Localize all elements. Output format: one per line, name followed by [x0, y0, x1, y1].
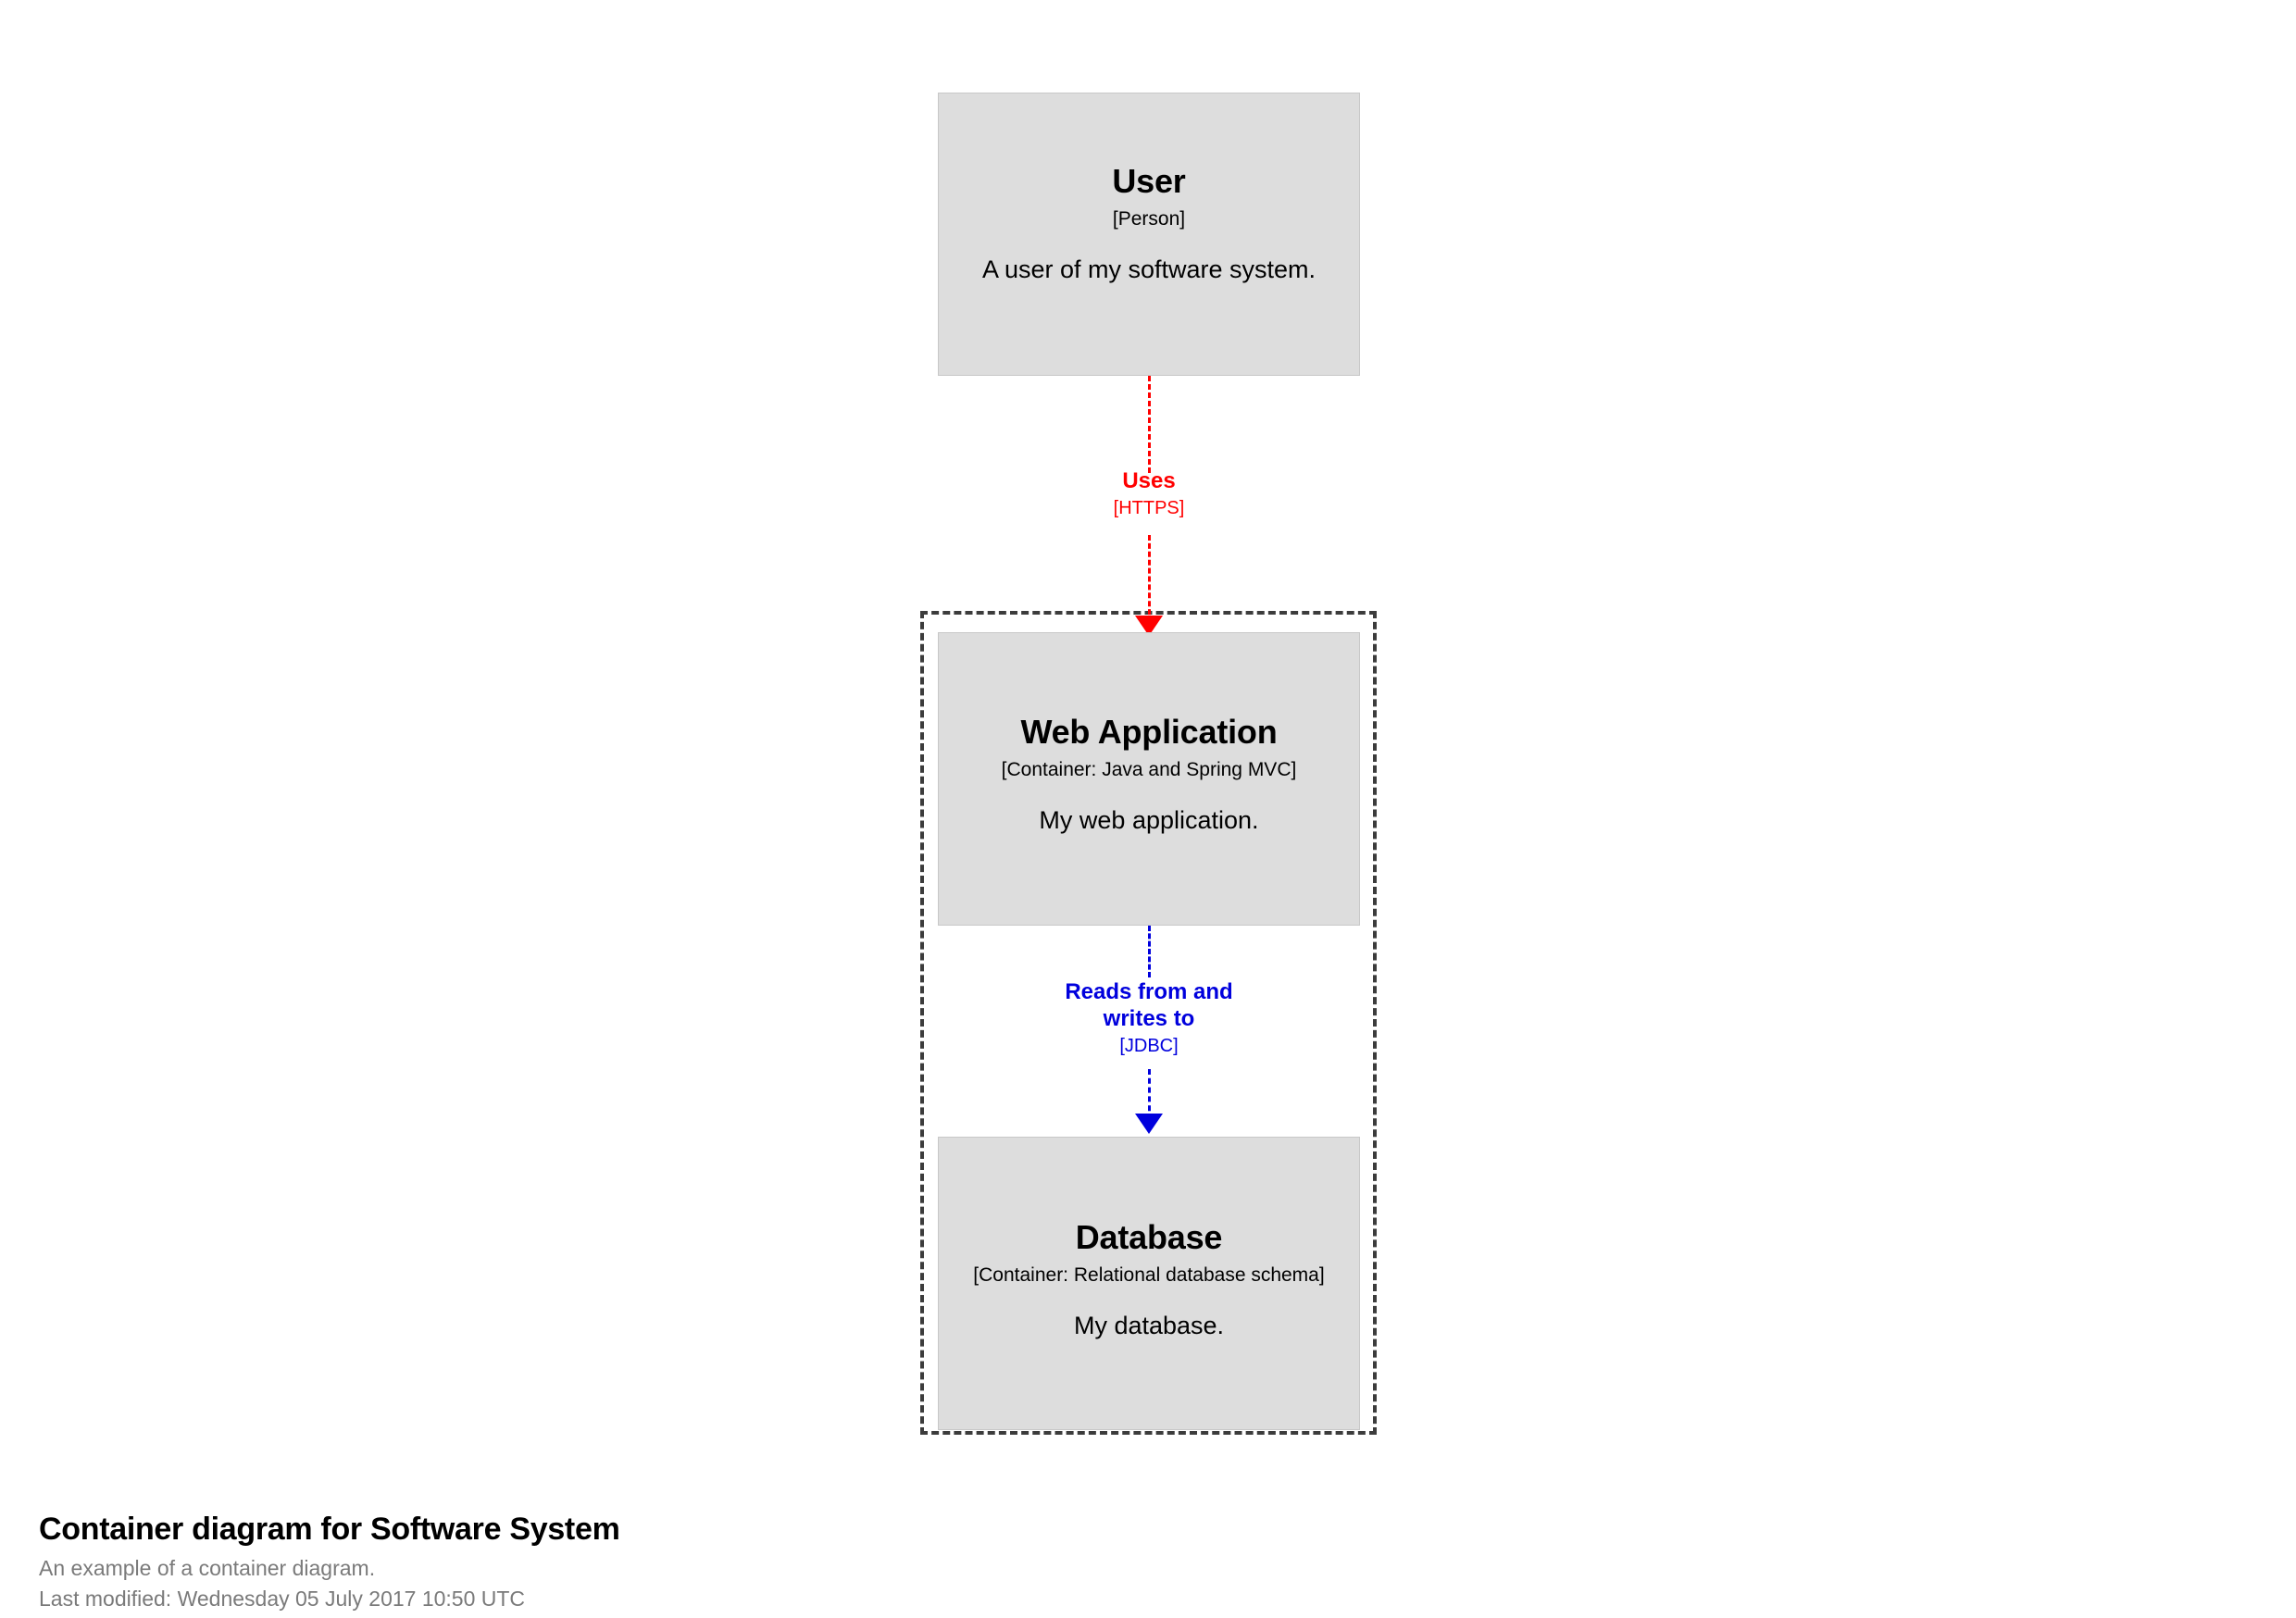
diagram-last-modified: Last modified: Wednesday 05 July 2017 10…	[39, 1586, 526, 1611]
relationship-reads-writes-arrowhead-icon	[1135, 1114, 1163, 1134]
relationship-reads-writes-description-line1: Reads from and	[1065, 979, 1233, 1004]
diagram-caption: Container diagram for Software System An…	[39, 1511, 1335, 1613]
relationship-reads-writes-label: Reads from and writes to [JDBC]	[1010, 979, 1288, 1057]
diagram-title: Container diagram for Software System	[39, 1512, 620, 1547]
relationship-reads-writes-description-line2: writes to	[1103, 1005, 1195, 1031]
relationship-uses-arrowhead-icon	[1135, 616, 1163, 636]
node-database-name: Database	[1075, 1218, 1223, 1257]
diagram-node-user[interactable]: User [Person] A user of my software syst…	[938, 93, 1360, 376]
node-web-application-text: Web Application [Container: Java and Spr…	[1001, 713, 1297, 835]
diagram-description: An example of a container diagram.	[39, 1555, 376, 1580]
node-user-type: [Person]	[1112, 207, 1186, 230]
node-user-name: User	[1112, 161, 1186, 200]
relationship-uses-technology: [HTTPS]	[1113, 497, 1185, 518]
relationship-uses-line-upper	[1148, 376, 1151, 473]
relationship-reads-writes-technology: [JDBC]	[1119, 1035, 1179, 1056]
node-web-application-description: My web application.	[1039, 806, 1259, 835]
node-web-application-type: [Container: Java and Spring MVC]	[1001, 759, 1297, 781]
node-database-description: My database.	[1073, 1312, 1225, 1340]
relationship-reads-writes-line-upper	[1148, 926, 1151, 977]
node-user-text: User [Person] A user of my software syst…	[981, 161, 1316, 284]
node-database-type: [Container: Relational database schema]	[973, 1264, 1325, 1287]
node-web-application-name: Web Application	[1020, 713, 1278, 752]
node-user-description: A user of my software system.	[981, 255, 1316, 283]
relationship-uses-label: Uses [HTTPS]	[1010, 468, 1288, 519]
relationship-uses-description: Uses	[1122, 468, 1176, 493]
diagram-node-database[interactable]: Database [Container: Relational database…	[938, 1137, 1360, 1430]
relationship-reads-writes-line-lower	[1148, 1069, 1151, 1120]
relationship-uses-line-lower	[1148, 535, 1151, 623]
node-database-text: Database [Container: Relational database…	[973, 1218, 1325, 1340]
diagram-node-web-application[interactable]: Web Application [Container: Java and Spr…	[938, 632, 1360, 926]
